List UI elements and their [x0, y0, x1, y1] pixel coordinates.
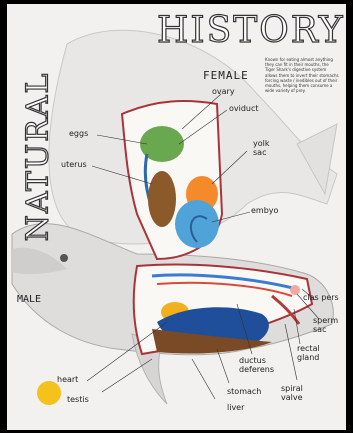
label-yolk-sac: yolk sac	[253, 139, 279, 157]
label-testis: testis	[67, 396, 89, 404]
section-female: FEMALE	[203, 70, 249, 81]
label-stomach: stomach	[227, 388, 261, 396]
award-sticker	[37, 381, 61, 405]
label-heart: heart	[57, 376, 78, 384]
uterus-organ	[148, 171, 176, 227]
label-uterus: uterus	[61, 161, 87, 169]
label-claspers: clas pers	[303, 294, 339, 302]
label-spiral-valve: spiral valve	[281, 384, 307, 402]
label-liver: liver	[227, 404, 244, 412]
title-history: HISTORY	[157, 10, 345, 51]
title-natural: NATURAL	[21, 62, 56, 252]
label-ovary: ovary	[212, 88, 235, 96]
label-ductus-deferens: ductus deferens	[239, 356, 275, 374]
label-embryo: embyo	[251, 207, 278, 215]
caption-text: Known for eating almost anything they ca…	[265, 57, 339, 93]
section-male: MALE	[17, 295, 41, 305]
label-sperm-sac: sperm sac	[313, 316, 339, 334]
shark-eye	[60, 254, 68, 262]
label-eggs: eggs	[69, 130, 88, 138]
poster: HISTORY NATURAL FEMALE MALE Known for ea…	[7, 4, 346, 430]
label-rectal-gland: rectal gland	[297, 344, 325, 362]
label-oviduct: oviduct	[229, 105, 259, 113]
sperm-sac	[290, 285, 300, 295]
